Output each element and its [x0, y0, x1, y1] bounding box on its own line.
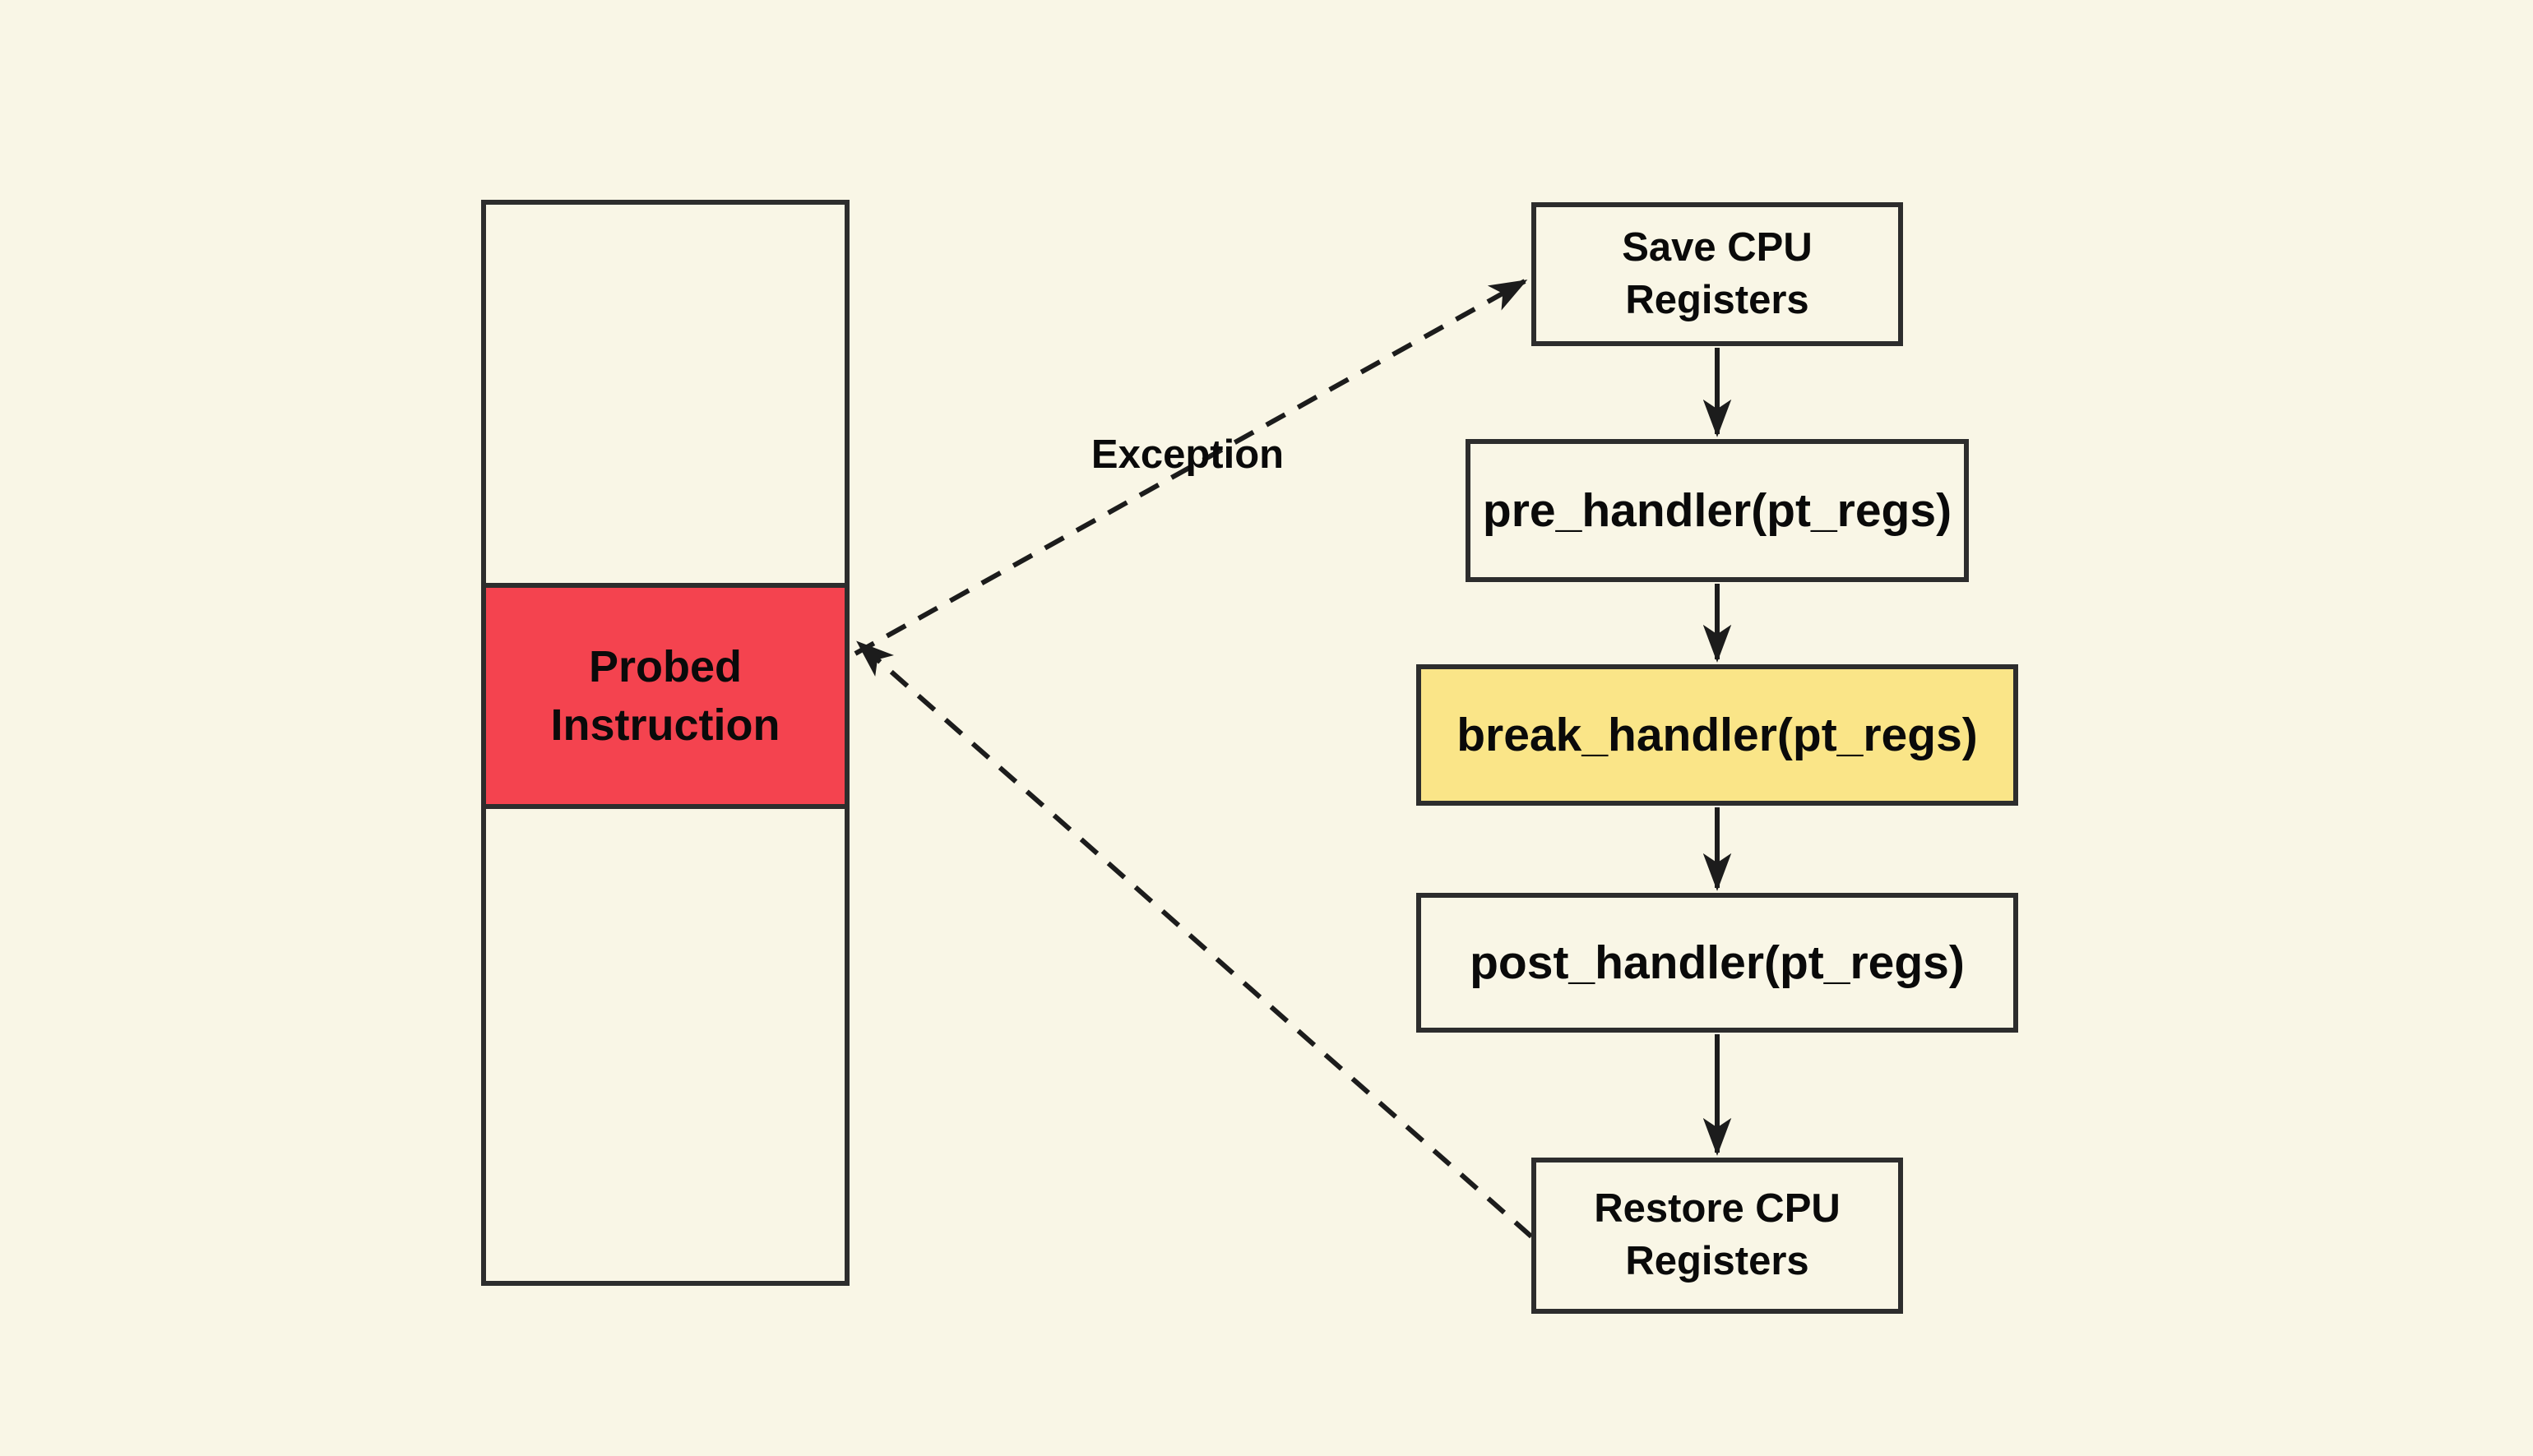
- save-cpu-registers-label-line2: Registers: [1625, 277, 1809, 322]
- save-cpu-registers-box: Save CPU Registers: [1531, 202, 1903, 346]
- exception-label: Exception: [1091, 432, 1285, 477]
- post-handler-label: post_handler(pt_regs): [1470, 936, 1965, 989]
- pre-handler-label: pre_handler(pt_regs): [1482, 484, 1952, 537]
- pre-handler-box: pre_handler(pt_regs): [1466, 439, 1969, 582]
- break-handler-label: break_handler(pt_regs): [1456, 709, 1978, 761]
- restore-cpu-registers-label-line1: Restore CPU: [1594, 1186, 1841, 1232]
- save-cpu-registers-label-line1: Save CPU: [1622, 224, 1813, 270]
- post-handler-box: post_handler(pt_regs): [1416, 893, 2018, 1033]
- restore-cpu-registers-label-line2: Registers: [1625, 1239, 1809, 1283]
- restore-cpu-registers-box: Restore CPU Registers: [1531, 1158, 1903, 1314]
- probed-instruction-label-line1: Probed: [588, 642, 743, 692]
- probed-instruction-label-line2: Instruction: [550, 700, 780, 750]
- break-handler-box: break_handler(pt_regs): [1416, 664, 2018, 806]
- probed-instruction-box: Probed Instruction: [481, 583, 850, 809]
